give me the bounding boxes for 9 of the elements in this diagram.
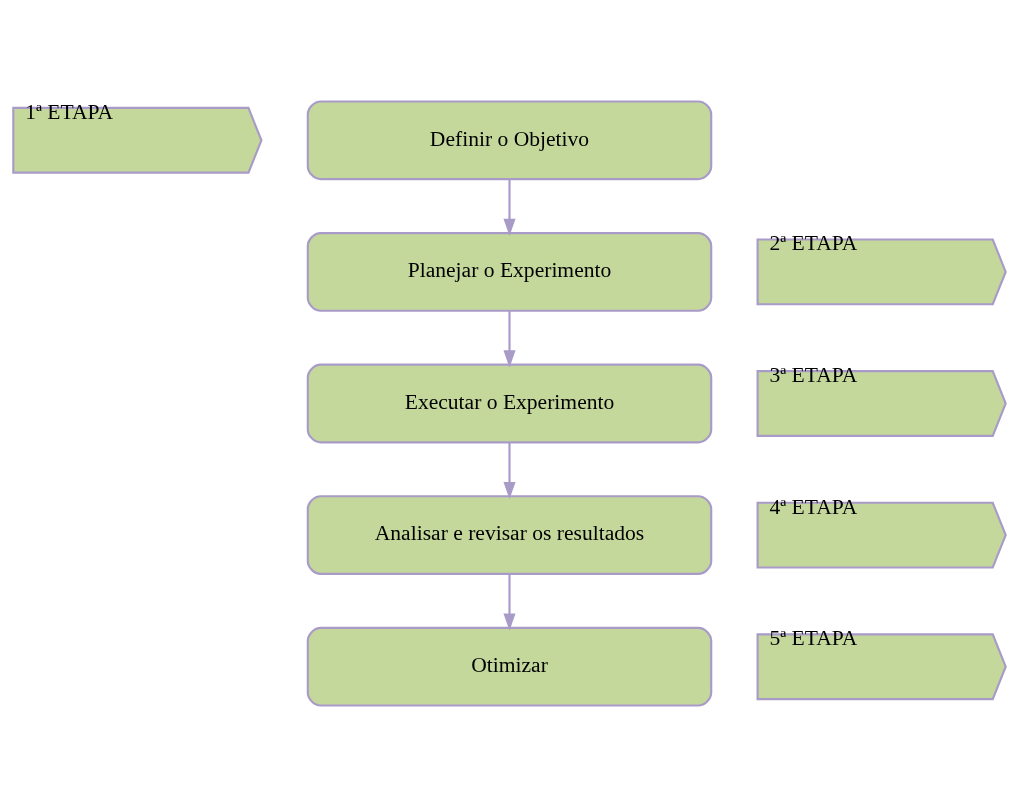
arrow xyxy=(502,310,516,368)
node-box: Definir o Objetivo xyxy=(306,100,712,181)
node-box: Planejar o Experimento xyxy=(306,232,712,312)
node-box: Executar o Experimento xyxy=(306,363,712,444)
node-box: Analisar e revisar os resultados xyxy=(306,495,712,575)
arrow xyxy=(502,573,516,631)
arrow xyxy=(502,179,516,237)
node-box: Otimizar xyxy=(306,626,712,707)
arrow xyxy=(502,442,516,500)
